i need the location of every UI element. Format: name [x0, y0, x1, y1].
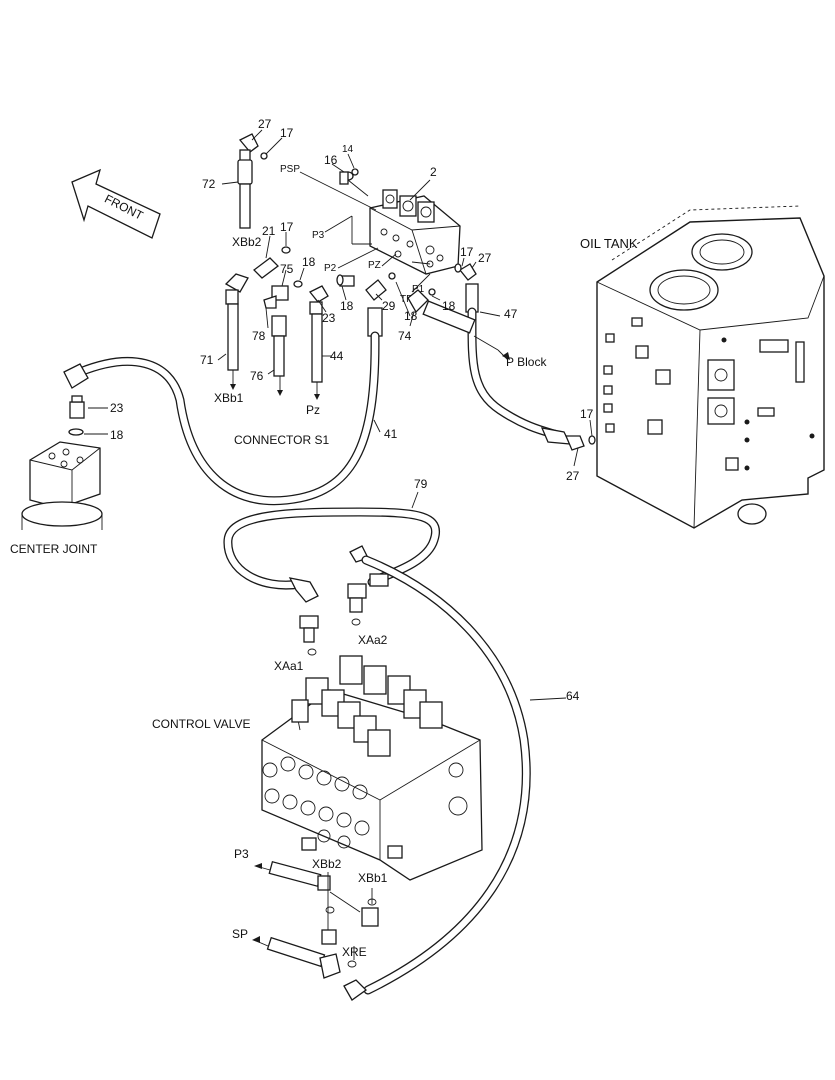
xaa2-label: XAa2 — [358, 633, 388, 647]
xbb1-top-label: XBb1 — [214, 391, 244, 405]
part-number: 64 — [566, 689, 580, 703]
manifold-block — [369, 189, 461, 275]
part-number: 76 — [250, 369, 264, 383]
oil-tank: OIL TANK — [580, 205, 825, 529]
part-number: 18 — [340, 299, 354, 313]
connector-s1-label: CONNECTOR S1 — [234, 433, 329, 447]
hose-71 — [224, 273, 249, 390]
center-joint: CENTER JOINT — [10, 441, 103, 556]
part-number: 27 — [566, 469, 580, 483]
part-number: 72 — [202, 177, 216, 191]
manifold-leaders — [299, 171, 431, 293]
hose-47 — [422, 263, 596, 451]
hose-79 — [223, 507, 440, 643]
hose-41 — [63, 307, 383, 506]
sp-label: SP — [232, 927, 248, 941]
hose-sp — [252, 929, 341, 979]
part-number: 17 — [460, 245, 474, 259]
control-valve-label: CONTROL VALVE — [152, 717, 250, 731]
part-number: 29 — [382, 299, 396, 313]
part-number-labels: 27 17 14 16 2 72 21 17 75 18 17 27 78 23… — [110, 117, 594, 703]
part-number: 71 — [200, 353, 214, 367]
center-joint-label: CENTER JOINT — [10, 542, 98, 556]
p-block-label: P Block — [506, 355, 547, 369]
part-number: 18 — [110, 428, 124, 442]
p3-port-label: P3 — [312, 230, 325, 241]
hose-76 — [263, 280, 303, 396]
part-number: 18 — [442, 299, 456, 313]
part-number: 47 — [504, 307, 518, 321]
part-number: 23 — [322, 311, 336, 325]
adapter-21 — [253, 246, 291, 279]
pz-label: Pz — [306, 403, 320, 417]
part-number: 23 — [110, 401, 124, 415]
connection-labels: XBb2 XBb1 Pz CONNECTOR S1 P Block XAa1 X… — [214, 235, 547, 959]
hose-44 — [308, 274, 355, 400]
elbow-74 — [407, 288, 436, 314]
xaa1-label: XAa1 — [274, 659, 304, 673]
front-arrow: FRONT — [71, 168, 161, 239]
hose-p3 — [254, 860, 379, 927]
elbow-29 — [365, 272, 396, 301]
part-number: 44 — [330, 349, 344, 363]
p2-port-label: P2 — [324, 263, 337, 274]
part-number: 18 — [404, 309, 418, 323]
part-number: 75 — [280, 262, 294, 276]
part-number: 16 — [324, 153, 338, 167]
p3-bottom-label: P3 — [234, 847, 249, 861]
part-number: 27 — [478, 251, 492, 265]
xre-label: XRE — [342, 945, 367, 959]
part-number: 21 — [262, 224, 276, 238]
xbb2-bottom-label: XBb2 — [312, 857, 342, 871]
part-number: 14 — [342, 144, 354, 155]
part-number: 41 — [384, 427, 398, 441]
center-joint-fittings — [68, 395, 108, 436]
pz-port-label: PZ — [368, 260, 381, 271]
bolt-16 — [339, 168, 369, 197]
part-number: 78 — [252, 329, 266, 343]
control-valve: CONTROL VALVE — [152, 655, 483, 881]
part-number: 27 — [258, 117, 272, 131]
part-number: 79 — [414, 477, 428, 491]
part-number: 74 — [398, 329, 412, 343]
part-number: 2 — [430, 165, 437, 179]
xbb2-top-label: XBb2 — [232, 235, 262, 249]
part-number: 17 — [280, 220, 294, 234]
psp-port-label: PSP — [280, 164, 300, 175]
oil-tank-label: OIL TANK — [580, 236, 638, 251]
part-number: 17 — [280, 126, 294, 140]
hose-72 — [237, 133, 268, 229]
xbb1-bottom-label: XBb1 — [358, 871, 388, 885]
part-number: 17 — [580, 407, 594, 421]
hose-64 — [343, 545, 531, 1001]
number-leaders — [217, 129, 593, 701]
part-number: 18 — [302, 255, 316, 269]
